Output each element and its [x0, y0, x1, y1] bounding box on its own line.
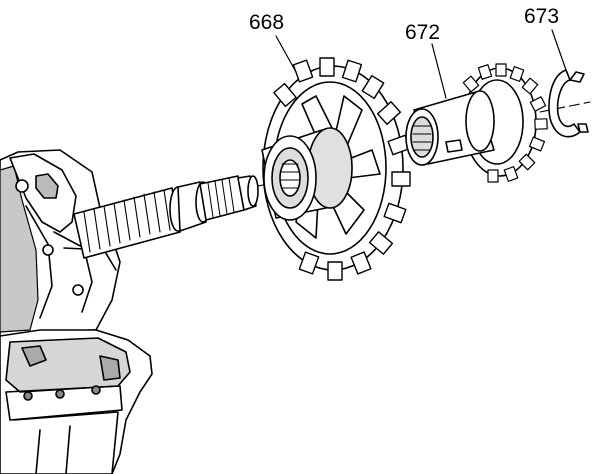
- part-668-sprocket-drum: [261, 57, 411, 281]
- output-shaft: [73, 175, 259, 259]
- part-672-gear-sleeve: [405, 63, 548, 183]
- callout-668: 668: [249, 11, 285, 34]
- callout-673: 673: [524, 5, 560, 28]
- callout-672: 672: [405, 21, 441, 44]
- part-673-snap-ring: [548, 69, 589, 138]
- callout-leaders: [275, 29, 567, 99]
